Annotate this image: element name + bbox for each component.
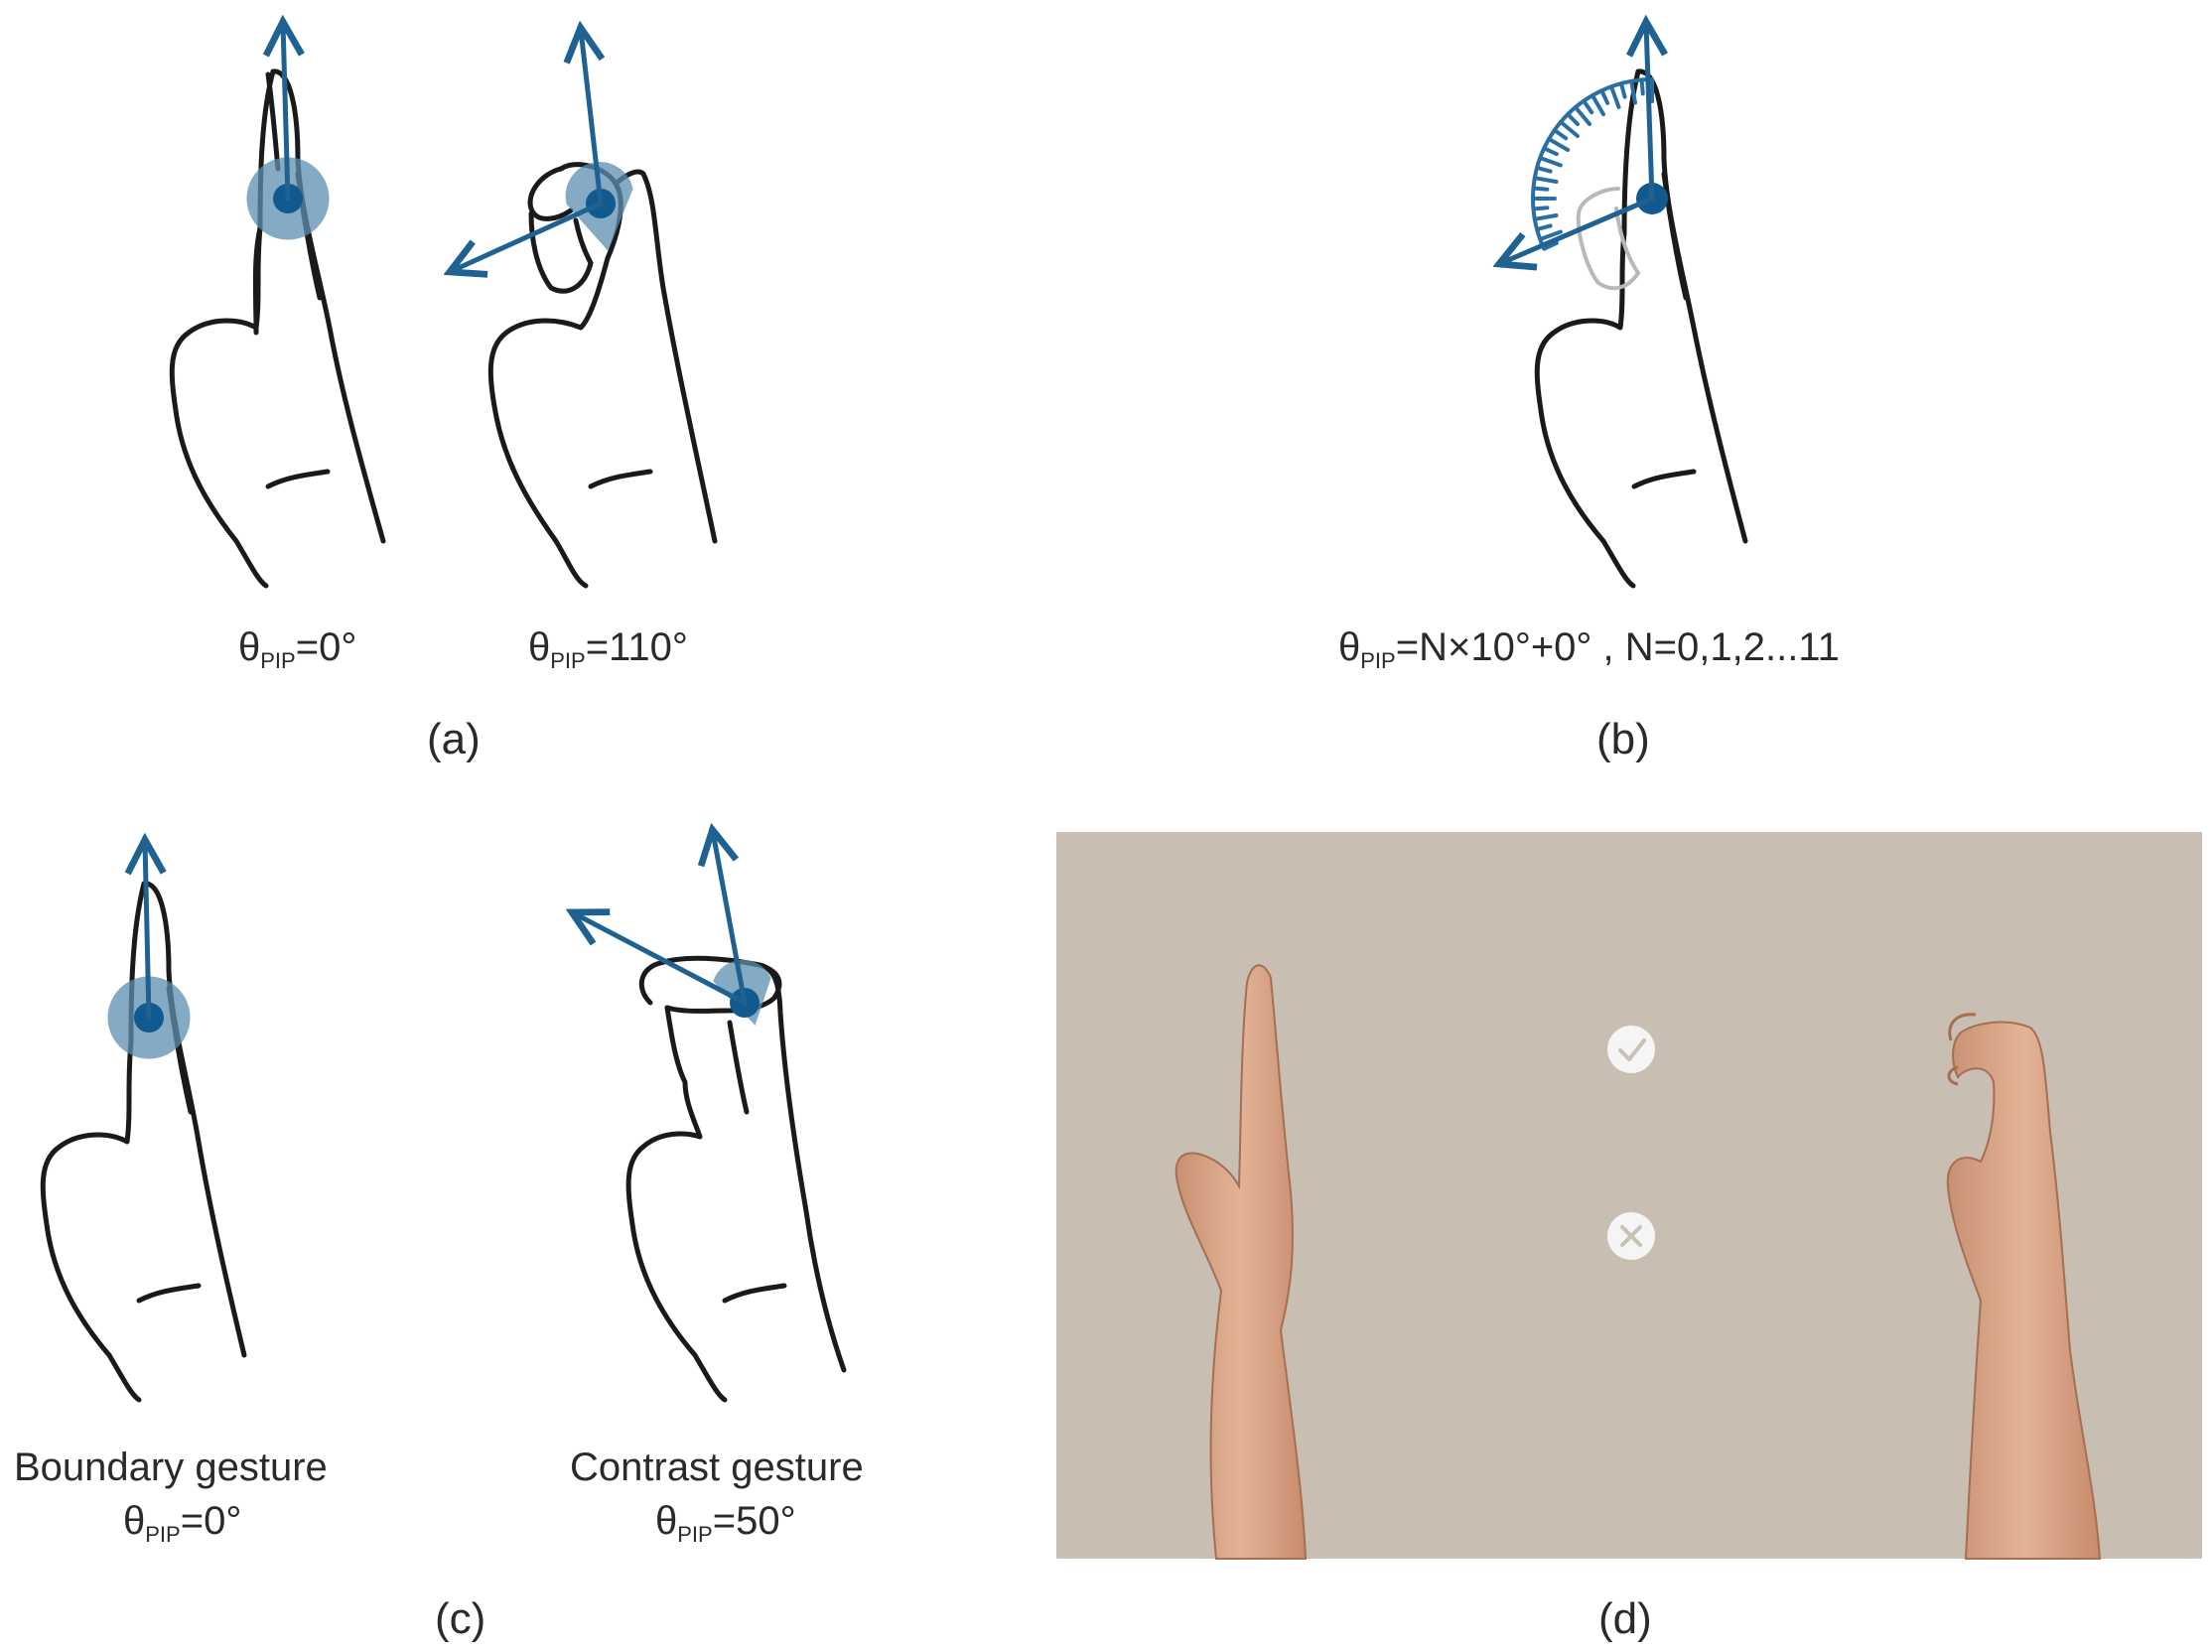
protractor-tick — [1542, 240, 1559, 251]
protractor-tick — [1582, 98, 1594, 115]
protractor-tick — [1608, 84, 1621, 109]
pip-subscript: PIP — [550, 648, 586, 673]
vector-c-contrast-up — [713, 832, 748, 1006]
theta-formula-b: θPIP=N×10°+0° , N=0,1,2...11 — [1338, 627, 1840, 672]
protractor-tick — [1532, 176, 1559, 184]
protractor-tick — [1535, 223, 1553, 232]
theta-value: =0° — [180, 1499, 242, 1543]
theta-symbol: θ — [1338, 625, 1361, 669]
hand-c-boundary — [40, 881, 247, 1403]
theta-label-c-contrast: θPIP=50° — [655, 1501, 796, 1546]
theta-formula-value: =N×10°+0° , N=0,1,2...11 — [1395, 625, 1840, 669]
panel-label-c: (c) — [435, 1594, 486, 1643]
vector-a-bent-side — [452, 201, 604, 271]
panel-label-d: (d) — [1598, 1594, 1652, 1643]
check-icon — [1607, 1026, 1655, 1073]
theta-value: =0° — [295, 625, 357, 669]
hand-a-straight — [169, 69, 386, 589]
photo-arm-right-bent-hand — [1946, 1013, 2102, 1560]
vector-c-boundary-up — [145, 842, 149, 1021]
pip-subscript: PIP — [1360, 648, 1396, 673]
hand-c-contrast — [625, 955, 847, 1403]
pip-subscript: PIP — [260, 648, 296, 673]
theta-symbol: θ — [655, 1499, 678, 1543]
vector-b-up — [1646, 24, 1652, 202]
theta-label-a-right: θPIP=110° — [528, 627, 688, 672]
theta-symbol: θ — [528, 625, 551, 669]
protractor-tick — [1599, 88, 1610, 105]
protractor-tick — [1532, 213, 1559, 221]
panel-label-b: (b) — [1596, 715, 1650, 763]
photo-panel-d — [1056, 832, 2202, 1560]
pip-subscript: PIP — [677, 1522, 713, 1547]
vector-c-contrast-side — [574, 913, 748, 1006]
contrast-gesture-title: Contrast gesture — [570, 1446, 864, 1489]
protractor-tick — [1531, 206, 1550, 211]
protractor-tick — [1590, 93, 1605, 117]
protractor-tick — [1618, 81, 1627, 99]
hand-b — [1534, 69, 1748, 589]
protractor-tick — [1559, 119, 1580, 139]
protractor-tick — [1538, 229, 1563, 242]
protractor-scale — [1531, 77, 1654, 251]
theta-value: =50° — [712, 1499, 796, 1543]
theta-label-a-left: θPIP=0° — [238, 627, 356, 672]
vector-a-bent-up — [581, 30, 601, 206]
cross-icon — [1607, 1212, 1655, 1260]
theta-symbol: θ — [238, 625, 261, 669]
protractor-tick — [1573, 105, 1592, 126]
protractor-tick — [1538, 155, 1563, 168]
vector-b-side — [1501, 196, 1655, 263]
protractor-tick — [1566, 112, 1581, 127]
protractor-tick — [1531, 186, 1550, 192]
photo-arm-left-open-hand — [1175, 964, 1308, 1560]
protractor-tick — [1535, 165, 1553, 174]
protractor-tick — [1629, 78, 1637, 105]
protractor-tick — [1552, 128, 1569, 141]
pip-subscript: PIP — [145, 1522, 181, 1547]
vector-a-straight-up — [283, 24, 288, 202]
panel-label-a: (a) — [427, 715, 481, 763]
protractor-tick — [1639, 77, 1645, 96]
theta-label-c-boundary: θPIP=0° — [123, 1501, 241, 1546]
theta-symbol: θ — [123, 1499, 146, 1543]
protractor-tick — [1547, 137, 1571, 152]
boundary-gesture-title: Boundary gesture — [14, 1446, 328, 1489]
protractor-tick — [1542, 146, 1559, 157]
theta-value: =110° — [585, 625, 688, 669]
protractor-arc — [1531, 77, 1653, 250]
